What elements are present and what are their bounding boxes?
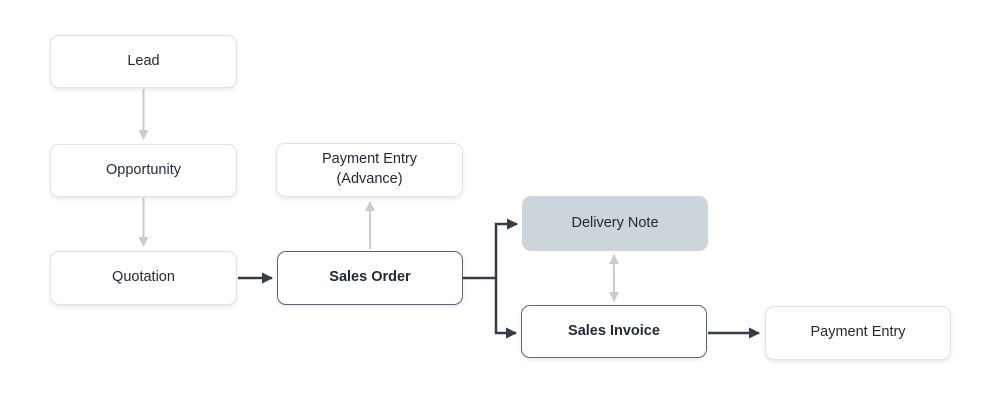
- arrow-branch-to-delivery-note: [494, 218, 519, 278]
- node-opportunity: Opportunity: [50, 144, 237, 197]
- node-sales-invoice: Sales Invoice: [521, 305, 707, 358]
- node-payment-entry-label: Payment Entry: [810, 324, 906, 341]
- node-payment-entry-advance-label: Payment Entry (Advance): [321, 151, 418, 187]
- node-quotation: Quotation: [50, 251, 237, 305]
- node-quotation-label: Quotation: [112, 269, 175, 286]
- node-opportunity-label: Opportunity: [106, 161, 181, 178]
- node-sales-invoice-label: Sales Invoice: [568, 322, 660, 339]
- node-delivery-note-label: Delivery Note: [571, 214, 659, 231]
- arrow-branch-to-sales-invoice: [494, 278, 518, 339]
- node-sales-order: Sales Order: [277, 251, 463, 305]
- node-lead-label: Lead: [127, 52, 160, 69]
- node-payment-entry-advance: Payment Entry (Advance): [276, 143, 463, 197]
- node-delivery-note: Delivery Note: [522, 196, 708, 251]
- node-sales-order-label: Sales Order: [329, 269, 411, 286]
- node-payment-entry: Payment Entry: [765, 306, 951, 360]
- node-lead: Lead: [50, 35, 237, 88]
